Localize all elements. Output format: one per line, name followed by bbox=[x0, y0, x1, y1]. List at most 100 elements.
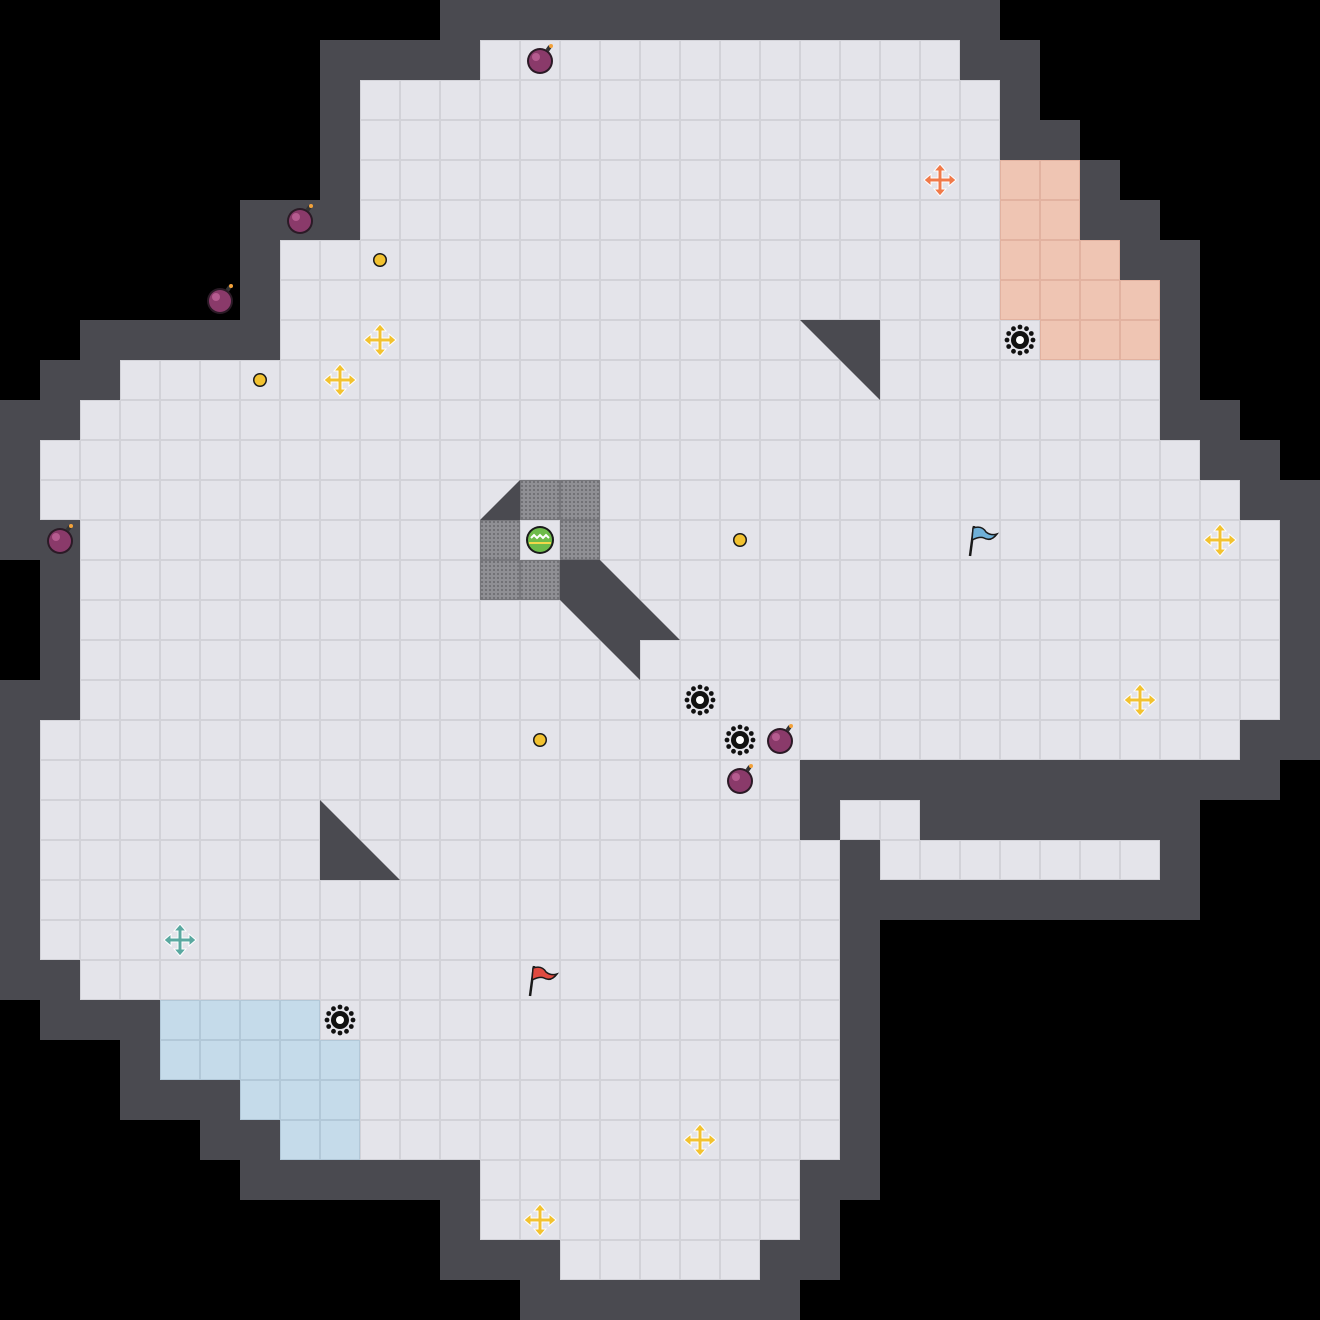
floor-tile bbox=[400, 1000, 440, 1040]
floor-tile bbox=[360, 1120, 400, 1160]
blue-zone-tile bbox=[280, 1000, 320, 1040]
floor-tile bbox=[160, 360, 200, 400]
floor-tile bbox=[520, 920, 560, 960]
floor-tile bbox=[400, 720, 440, 760]
wall-tile bbox=[960, 760, 1000, 800]
floor-tile bbox=[640, 1000, 680, 1040]
floor-tile bbox=[320, 320, 360, 360]
floor-tile bbox=[480, 920, 520, 960]
floor-tile bbox=[960, 200, 1000, 240]
wall-tile bbox=[840, 960, 880, 1000]
wall-tile bbox=[760, 1240, 800, 1280]
floor-tile bbox=[400, 280, 440, 320]
floor-tile bbox=[1120, 520, 1160, 560]
floor-tile bbox=[880, 640, 920, 680]
floor-tile bbox=[120, 440, 160, 480]
floor-tile bbox=[680, 800, 720, 840]
floor-tile bbox=[680, 720, 720, 760]
floor-tile bbox=[520, 360, 560, 400]
wall-tile bbox=[120, 1080, 160, 1120]
floor-tile bbox=[1040, 440, 1080, 480]
floor-tile bbox=[960, 560, 1000, 600]
floor-tile bbox=[680, 480, 720, 520]
floor-tile bbox=[480, 200, 520, 240]
floor-tile bbox=[160, 840, 200, 880]
floor-tile bbox=[840, 280, 880, 320]
floor-tile bbox=[960, 640, 1000, 680]
floor-tile bbox=[360, 560, 400, 600]
wall-tile bbox=[600, 0, 640, 40]
floor-tile bbox=[640, 1040, 680, 1080]
floor-tile bbox=[760, 680, 800, 720]
floor-tile bbox=[840, 80, 880, 120]
floor-tile bbox=[800, 520, 840, 560]
floor-tile bbox=[200, 720, 240, 760]
wall-tile bbox=[480, 1240, 520, 1280]
floor-tile bbox=[1000, 720, 1040, 760]
floor-tile bbox=[760, 1160, 800, 1200]
floor-tile bbox=[320, 680, 360, 720]
floor-tile bbox=[800, 600, 840, 640]
floor-tile bbox=[800, 480, 840, 520]
blue-zone-tile bbox=[200, 1040, 240, 1080]
floor-tile bbox=[560, 1200, 600, 1240]
floor-tile bbox=[720, 80, 760, 120]
four-arrow-yellow-icon bbox=[680, 1120, 720, 1160]
wall-tile bbox=[720, 1280, 760, 1320]
floor-tile bbox=[640, 920, 680, 960]
floor-tile bbox=[960, 160, 1000, 200]
floor-tile bbox=[720, 1040, 760, 1080]
floor-tile bbox=[640, 520, 680, 560]
wall-tile bbox=[920, 760, 960, 800]
wall-tile bbox=[1200, 400, 1240, 440]
floor-tile bbox=[40, 440, 80, 480]
floor-tile bbox=[400, 240, 440, 280]
floor-tile bbox=[1040, 600, 1080, 640]
floor-tile bbox=[640, 320, 680, 360]
wall-tile bbox=[360, 1160, 400, 1200]
floor-tile bbox=[800, 960, 840, 1000]
floor-tile bbox=[600, 440, 640, 480]
floor-tile bbox=[880, 440, 920, 480]
wall-tile bbox=[880, 880, 920, 920]
floor-tile bbox=[720, 120, 760, 160]
floor-tile bbox=[1000, 400, 1040, 440]
floor-tile bbox=[360, 720, 400, 760]
floor-tile bbox=[1200, 720, 1240, 760]
floor-tile bbox=[360, 440, 400, 480]
floor-tile bbox=[640, 1120, 680, 1160]
floor-tile bbox=[520, 880, 560, 920]
wall-tile bbox=[440, 1200, 480, 1240]
floor-tile bbox=[880, 120, 920, 160]
floor-tile bbox=[1000, 600, 1040, 640]
floor-tile bbox=[360, 400, 400, 440]
floor-tile bbox=[360, 160, 400, 200]
floor-tile bbox=[720, 1160, 760, 1200]
floor-tile bbox=[160, 520, 200, 560]
floor-tile bbox=[120, 800, 160, 840]
floor-tile bbox=[320, 440, 360, 480]
floor-tile bbox=[560, 1040, 600, 1080]
floor-tile bbox=[80, 480, 120, 520]
floor-tile bbox=[360, 280, 400, 320]
floor-tile bbox=[680, 1080, 720, 1120]
floor-tile bbox=[640, 200, 680, 240]
floor-tile bbox=[600, 1080, 640, 1120]
wall-tile bbox=[1280, 600, 1320, 640]
floor-tile bbox=[440, 200, 480, 240]
floor-tile bbox=[920, 720, 960, 760]
floor-tile bbox=[120, 640, 160, 680]
wall-tile bbox=[320, 120, 360, 160]
floor-tile bbox=[280, 640, 320, 680]
red-zone-tile bbox=[1040, 320, 1080, 360]
floor-tile bbox=[40, 840, 80, 880]
floor-tile bbox=[560, 200, 600, 240]
wall-tile bbox=[80, 320, 120, 360]
floor-tile bbox=[600, 320, 640, 360]
wall-tile bbox=[1080, 160, 1120, 200]
floor-tile bbox=[400, 880, 440, 920]
floor-tile bbox=[480, 320, 520, 360]
floor-tile bbox=[200, 640, 240, 680]
floor-tile bbox=[80, 600, 120, 640]
red-zone-tile bbox=[1000, 160, 1040, 200]
